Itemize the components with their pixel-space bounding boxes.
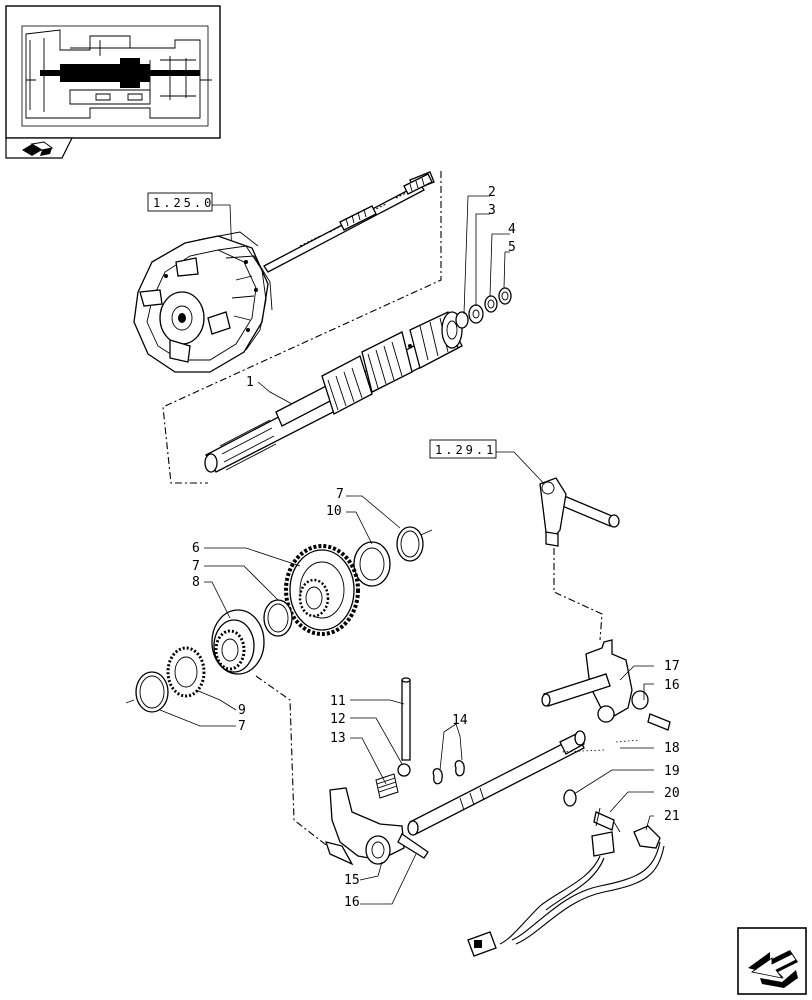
callout-15: 15 <box>344 873 360 888</box>
callout-16-lower: 16 <box>344 895 360 910</box>
callout-3: 3 <box>488 203 496 218</box>
switch-components <box>467 789 665 957</box>
selector-bracket <box>541 639 671 731</box>
previous-page-button[interactable] <box>737 927 807 995</box>
callout-13: 13 <box>330 731 346 746</box>
callout-21: 21 <box>664 809 680 824</box>
callout-1: 1 <box>246 375 254 390</box>
callout-17: 17 <box>664 659 680 674</box>
callout-12: 12 <box>330 712 346 727</box>
callout-4: 4 <box>508 222 516 237</box>
callout-10: 10 <box>326 504 342 519</box>
gear-cluster <box>125 526 433 713</box>
transmission-section-thumbnail <box>21 25 212 127</box>
reference-label-2: 1.29.1 <box>435 443 496 457</box>
callout-11: 11 <box>330 694 346 709</box>
retaining-rings-2-5 <box>455 287 512 329</box>
callout-20: 20 <box>664 786 680 801</box>
shift-lever <box>539 477 620 547</box>
callout-7-upper: 7 <box>336 487 344 502</box>
clutch-assembly <box>133 231 273 373</box>
book-icon <box>22 141 54 156</box>
reference-box-1[interactable]: 1.25.0 <box>147 192 214 212</box>
callout-labels: 1 2 3 4 5 7 10 6 7 8 9 7 11 12 13 14 15 … <box>192 185 680 910</box>
callout-18: 18 <box>664 741 680 756</box>
shift-fork <box>325 787 429 866</box>
thumbnail-panel[interactable] <box>5 5 221 159</box>
callout-5: 5 <box>508 240 516 255</box>
callout-2: 2 <box>488 185 496 200</box>
callout-19: 19 <box>664 764 680 779</box>
rail-clips <box>432 760 465 785</box>
main-shaft <box>204 311 463 473</box>
input-shaft <box>263 171 435 273</box>
callout-16-upper: 16 <box>664 678 680 693</box>
previous-page-arrow-icon <box>748 950 798 988</box>
wiring-harness <box>467 825 665 957</box>
callout-14: 14 <box>452 713 468 728</box>
large-gear <box>284 544 360 636</box>
reference-label-1: 1.25.0 <box>153 196 214 210</box>
callout-7-lower: 7 <box>238 719 246 734</box>
callout-9: 9 <box>238 703 246 718</box>
callout-7-middle: 7 <box>192 559 200 574</box>
callout-6: 6 <box>192 541 200 556</box>
synchro-hub <box>211 609 265 675</box>
reference-box-2[interactable]: 1.29.1 <box>429 439 497 459</box>
callout-8: 8 <box>192 575 200 590</box>
shift-fork-assembly <box>325 677 586 866</box>
